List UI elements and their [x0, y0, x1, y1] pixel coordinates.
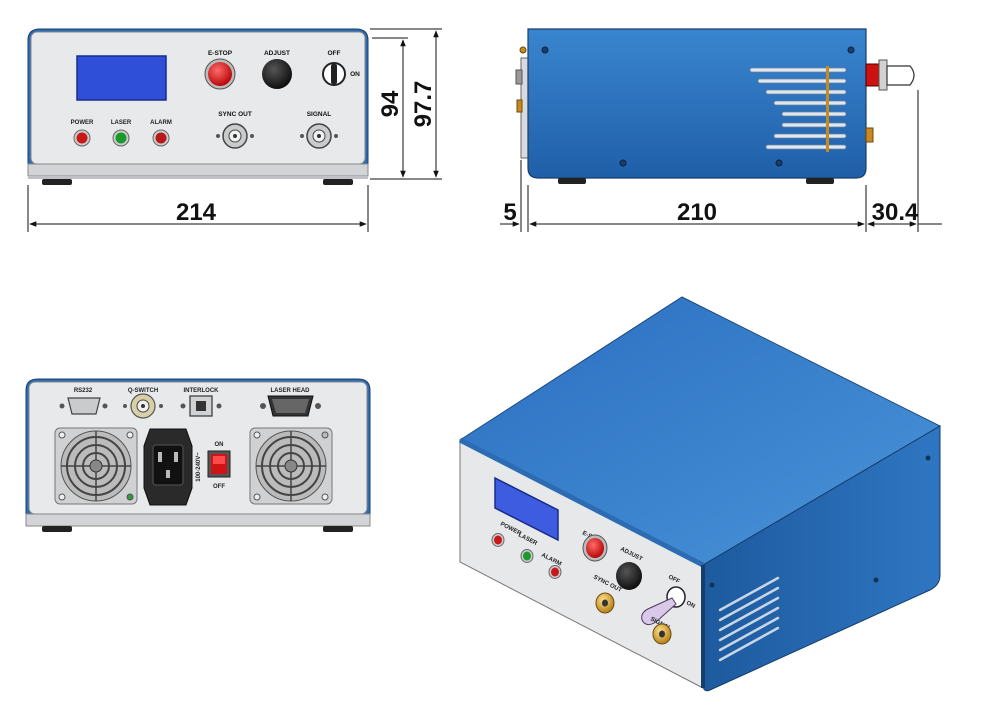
label-power: POWER: [71, 120, 94, 126]
label-on: ON: [350, 71, 360, 78]
iso-view: POWER LASER ALARM E-STOP ADJUST SYNC OUT…: [458, 296, 942, 692]
front-view: E-STOP ADJUST OFF ON POWER LASER ALARM S…: [27, 28, 442, 232]
rs232-port[interactable]: [67, 397, 101, 415]
label-qswitch: Q-SWITCH: [128, 388, 158, 394]
label-sync-out: SYNC OUT: [218, 111, 252, 118]
dim-height: 94: [377, 90, 404, 117]
dim-protrusion: 30.4: [872, 199, 919, 226]
label-adjust: ADJUST: [264, 50, 290, 57]
lcd-display: [76, 55, 167, 101]
iso-adjust-knob[interactable]: [616, 562, 642, 590]
fan-left: [54, 427, 138, 505]
iso-alarm-led: [551, 567, 559, 577]
side-view: 5 210 30.4: [500, 28, 942, 232]
dim-offset: 5: [503, 199, 516, 226]
dim-width: 214: [176, 199, 217, 226]
iso-label-off: OFF: [667, 574, 681, 585]
label-estop: E-STOP: [208, 50, 233, 57]
estop-button[interactable]: [208, 62, 232, 86]
label-signal: SIGNAL: [307, 111, 332, 118]
iso-power-led: [494, 535, 502, 545]
iso-key[interactable]: [641, 597, 677, 626]
power-led: [76, 132, 88, 144]
rear-view: RS232 Q-SWITCH INTERLOCK LASER HEAD: [25, 378, 371, 532]
label-rs232: RS232: [74, 388, 93, 394]
iso-estop-button[interactable]: [586, 538, 604, 558]
iso-lcd: [494, 476, 559, 542]
label-interlock: INTERLOCK: [184, 388, 220, 394]
dim-height-total: 97.7: [410, 81, 437, 128]
label-off: OFF: [328, 50, 341, 57]
label-laser-head: LASER HEAD: [270, 388, 310, 394]
fan-right: [249, 427, 333, 505]
label-switch-on: ON: [215, 442, 224, 448]
iso-laser-led: [523, 551, 531, 561]
label-switch-off: OFF: [213, 484, 225, 490]
adjust-knob[interactable]: [262, 59, 292, 89]
dim-depth: 210: [677, 199, 717, 226]
label-alarm: ALARM: [150, 120, 172, 126]
laser-led: [115, 132, 127, 144]
label-voltage: 100-240V~: [196, 452, 202, 482]
label-laser: LASER: [111, 120, 132, 126]
alarm-led: [155, 132, 167, 144]
iso-label-on: ON: [685, 600, 696, 609]
